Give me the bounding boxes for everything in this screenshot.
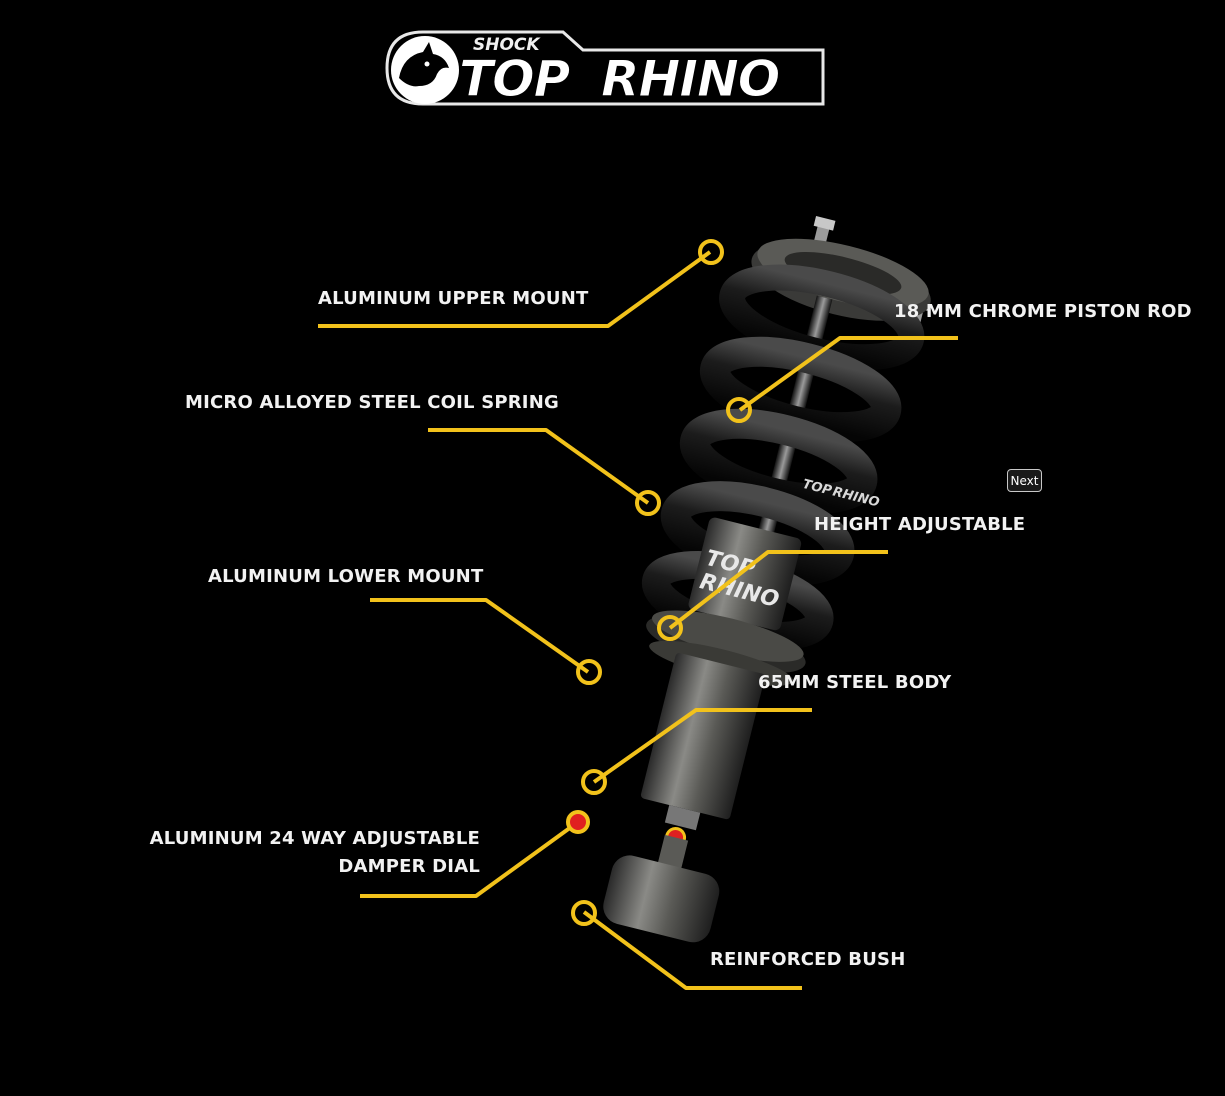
callout-line-piston-rod bbox=[738, 336, 958, 412]
logo-shock-text: SHOCK bbox=[473, 35, 541, 55]
shock-assembly: TOP RHINO TOP RHINO bbox=[603, 216, 931, 943]
marker-piston-rod bbox=[726, 397, 752, 423]
marker-upper-mount bbox=[698, 239, 724, 265]
label-damper-dial-line1: ALUMINUM 24 WAY ADJUSTABLE bbox=[149, 828, 480, 849]
marker-coil-spring bbox=[635, 490, 661, 516]
logo-wordmark-top: TOP bbox=[459, 50, 570, 108]
callout-line-lower-mount bbox=[370, 598, 590, 674]
callout-line-height-adjustable bbox=[668, 550, 888, 630]
label-steel-coil-spring: MICRO ALLOYED STEEL COIL SPRING bbox=[185, 392, 559, 413]
label-aluminum-upper-mount: ALUMINUM UPPER MOUNT bbox=[318, 288, 589, 309]
label-steel-body: 65MM STEEL BODY bbox=[758, 672, 952, 693]
marker-lower-mount bbox=[576, 659, 602, 685]
label-height-adjustable: HEIGHT ADJUSTABLE bbox=[814, 514, 1026, 535]
label-damper-dial-line2: DAMPER DIAL bbox=[338, 856, 480, 877]
label-aluminum-lower-mount: ALUMINUM LOWER MOUNT bbox=[208, 566, 484, 587]
callout-line-steel-body bbox=[592, 708, 812, 784]
callout-line-damper-dial bbox=[360, 820, 580, 898]
top-rhino-logo: SHOCK TOP RHINO bbox=[383, 28, 833, 112]
callout-line-coil-spring bbox=[428, 428, 650, 505]
marker-steel-body bbox=[581, 769, 607, 795]
callout-line-upper-mount bbox=[318, 250, 712, 328]
label-chrome-piston-rod: 18 MM CHROME PISTON ROD bbox=[894, 301, 1192, 322]
logo-wordmark-rhino: RHINO bbox=[601, 50, 779, 108]
marker-height-adjustable bbox=[657, 615, 683, 641]
spring-brand-text-top: TOP bbox=[801, 477, 834, 499]
callout-line-reinforced-bush bbox=[582, 910, 802, 990]
next-button[interactable]: Next bbox=[1007, 469, 1042, 492]
marker-reinforced-bush bbox=[571, 900, 597, 926]
label-reinforced-bush: REINFORCED BUSH bbox=[710, 949, 906, 970]
marker-damper-dial bbox=[566, 810, 590, 834]
